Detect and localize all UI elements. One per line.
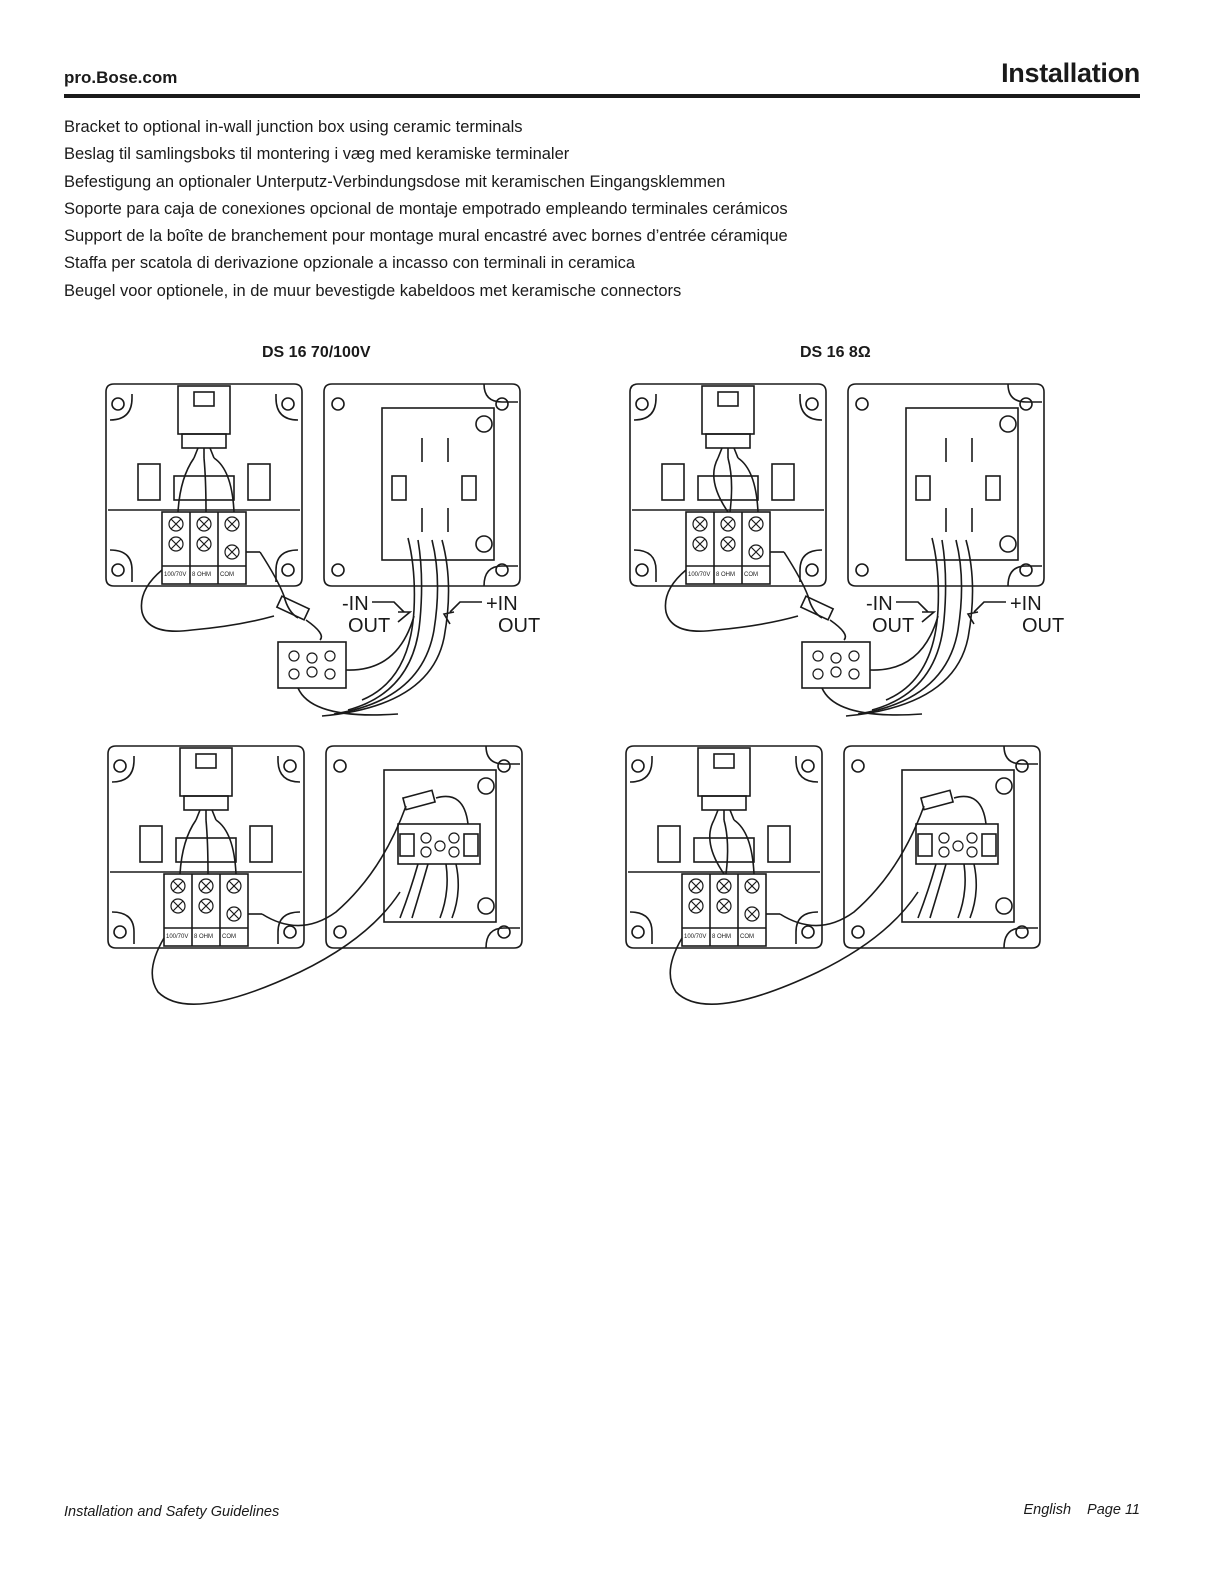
header-divider	[64, 94, 1140, 98]
terminal-label-100-70v: 100/70V	[684, 934, 706, 940]
pos-out-label: OUT	[498, 615, 540, 637]
terminal-label-com: COM	[740, 934, 754, 940]
caption-english: Bracket to optional in-wall junction box…	[64, 118, 523, 136]
page-title: Installation	[1001, 58, 1140, 88]
terminal-label-100-70v: 100/70V	[688, 572, 710, 578]
caption-german: Befestigung an optionaler Unterputz-Verb…	[64, 172, 726, 191]
caption-danish: Beslag til samlingsboks til montering i …	[64, 145, 570, 164]
footer-document-title: Installation and Safety Guidelines	[64, 1504, 280, 1520]
terminal-label-100-70v: 100/70V	[164, 572, 186, 578]
footer-page-info: English Page 11	[1023, 1502, 1140, 1518]
site-url: pro.Bose.com	[64, 68, 178, 87]
pos-in-label: +IN	[1010, 593, 1042, 615]
neg-in-label: -IN	[342, 593, 369, 615]
terminal-label-8-ohm: 8 OHM	[716, 572, 735, 578]
neg-out-label: OUT	[348, 615, 390, 637]
footer-page-number: Page 11	[1087, 1502, 1140, 1518]
terminal-label-8-ohm: 8 OHM	[712, 934, 731, 940]
diagram-title-70-100v: DS 16 70/100V	[262, 344, 371, 361]
caption-spanish: Soporte para caja de conexiones opcional…	[64, 199, 788, 218]
terminal-label-8-ohm: 8 OHM	[194, 934, 213, 940]
caption-dutch: Beugel voor optionele, in de muur bevest…	[64, 281, 682, 300]
terminal-label-com: COM	[222, 934, 236, 940]
terminal-label-com: COM	[220, 572, 234, 578]
wiring-diagram-70-100v-in-box: 100/70V 8 OHM COM	[100, 742, 540, 1012]
terminal-label-8-ohm: 8 OHM	[192, 572, 211, 578]
pos-in-label: +IN	[486, 593, 518, 615]
diagram-title-8-ohm: DS 16 8Ω	[800, 344, 871, 361]
caption-list: Bracket to optional in-wall junction box…	[64, 115, 788, 306]
wiring-diagram-8-ohm-in-box: 100/70V 8 OHM COM	[618, 742, 1058, 1012]
wiring-diagram-70-100v-external: -IN OUT +IN OUT 100/70V 8 OHM COM	[98, 380, 548, 725]
pos-out-label: OUT	[1022, 615, 1064, 637]
footer-language: English	[1023, 1502, 1072, 1518]
terminal-label-com: COM	[744, 572, 758, 578]
terminal-label-100-70v: 100/70V	[166, 934, 188, 940]
caption-french: Support de la boîte de branchement pour …	[64, 227, 788, 246]
caption-italian: Staffa per scatola di derivazione opzion…	[64, 254, 636, 273]
neg-in-label: -IN	[866, 593, 893, 615]
neg-out-label: OUT	[872, 615, 914, 637]
wiring-diagram-8-ohm-external: -IN OUT +IN OUT 100/70V 8 OHM COM	[622, 380, 1072, 725]
